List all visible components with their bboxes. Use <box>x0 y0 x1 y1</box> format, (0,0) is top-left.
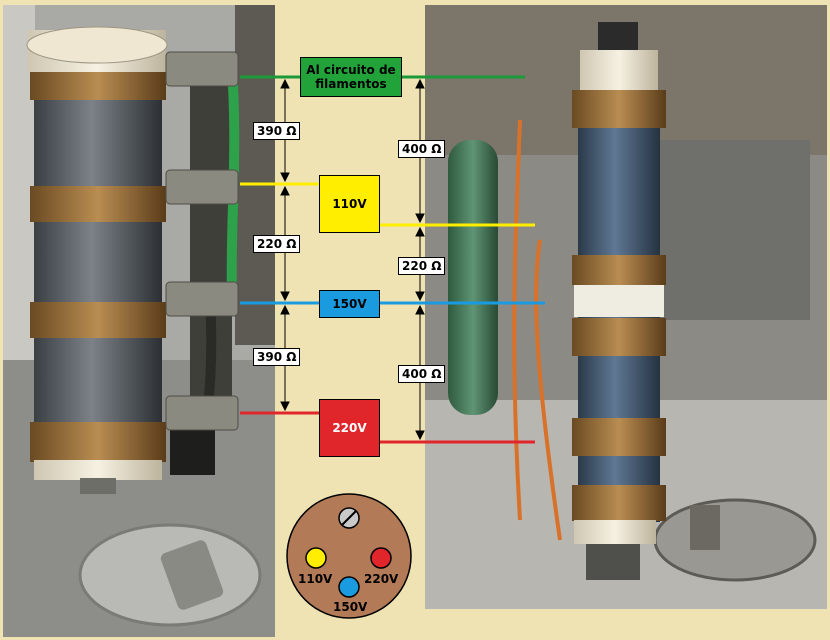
tap-150v-label: 150V <box>319 290 380 318</box>
pin-150v-dot <box>338 576 360 598</box>
filament-circuit-label: Al circuito de filamentos <box>300 57 402 97</box>
resistance-left-middle: 220 Ω <box>253 235 301 253</box>
resistance-right-middle: 220 Ω <box>398 257 446 275</box>
resistance-right-bottom: 400 Ω <box>398 365 446 383</box>
connector-body <box>286 493 412 619</box>
tap-220v-label: 220V <box>319 399 380 457</box>
resistance-left-top: 390 Ω <box>253 122 301 140</box>
resistance-left-bottom: 390 Ω <box>253 348 301 366</box>
resistance-right-top: 400 Ω <box>398 140 446 158</box>
connector-pin-110v-label: 110V <box>298 572 333 586</box>
pin-220v-dot <box>370 547 392 569</box>
connector-pin-150v-label: 150V <box>333 600 368 614</box>
right-photo <box>425 5 827 609</box>
left-photo <box>3 5 275 637</box>
connector-pin-220v-label: 220V <box>364 572 399 586</box>
connector-diagram <box>286 493 412 619</box>
tap-110v-label: 110V <box>319 175 380 233</box>
pin-110v-dot <box>305 547 327 569</box>
